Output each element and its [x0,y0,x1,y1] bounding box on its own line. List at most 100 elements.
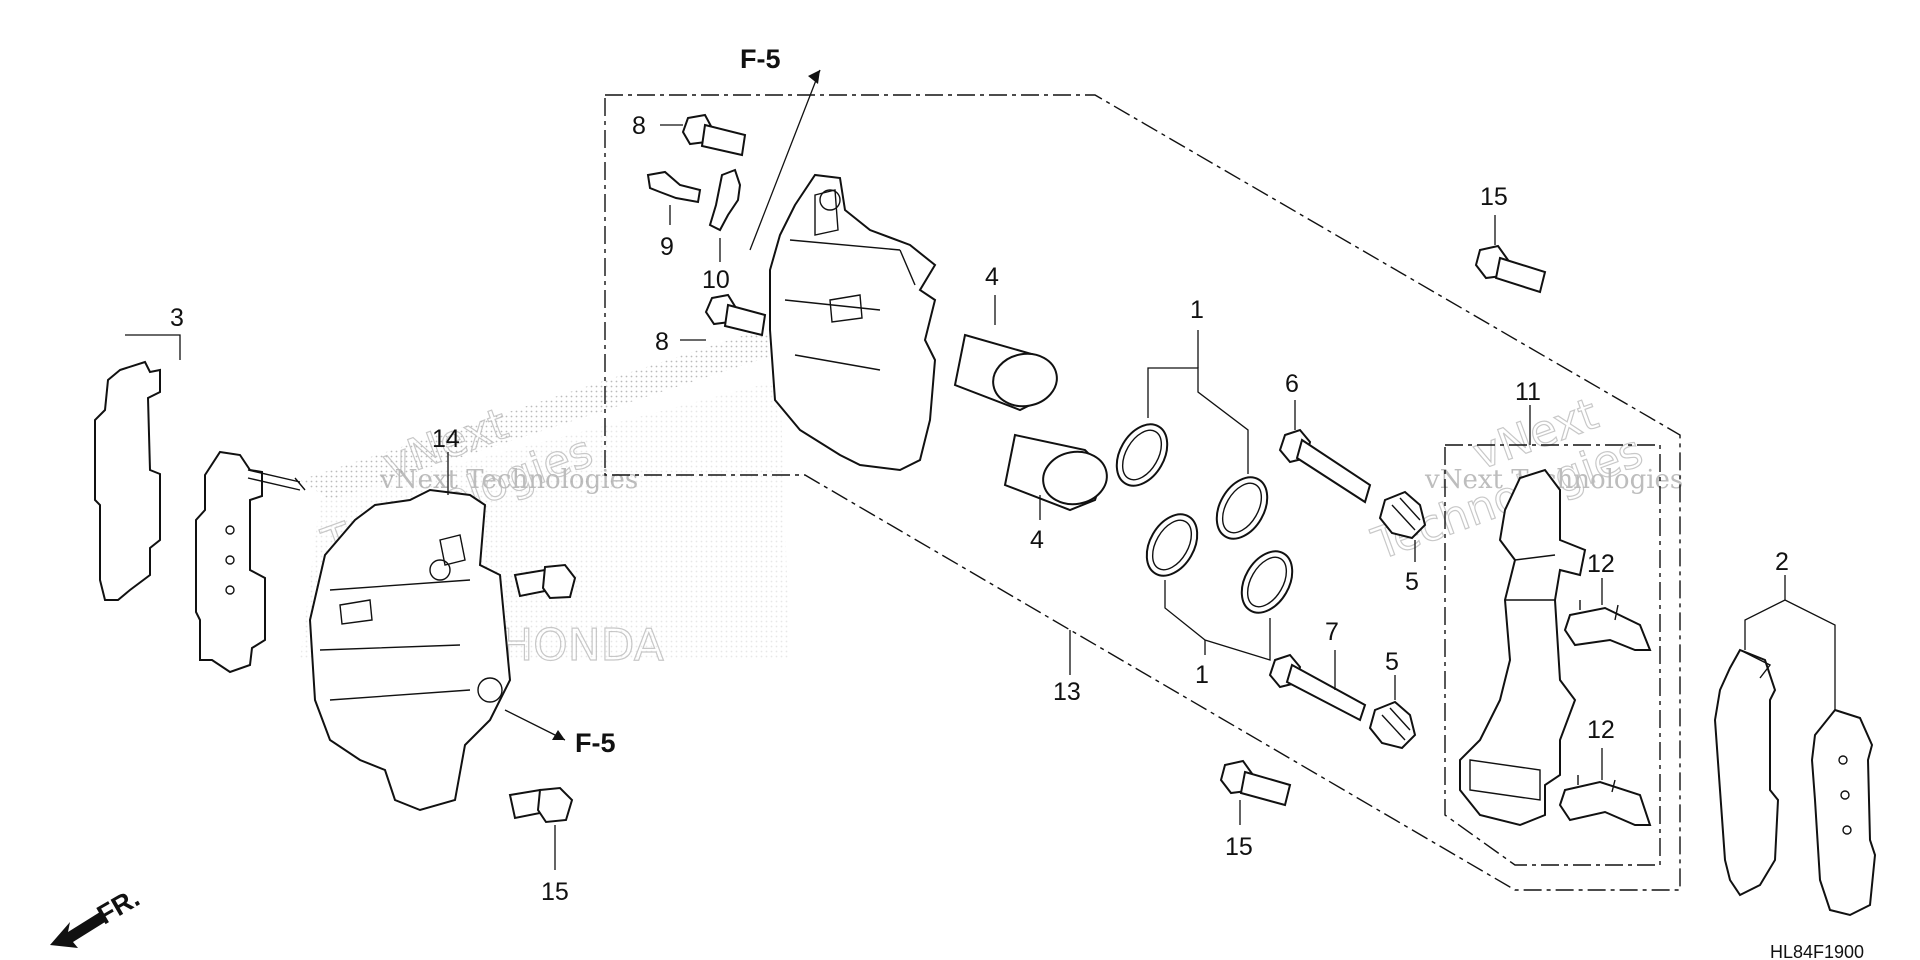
callout-10: 10 [702,266,730,294]
bolt-8-lower: 8 [655,293,767,356]
assembly-boundaries [604,94,1681,891]
caliper-bracket-details [1469,554,1556,801]
bolt-8-upper: 8 [632,112,747,157]
caliper-bracket: 11 [1459,378,1587,827]
brake-pad-left-rear [195,450,266,674]
pad-spring-clip-right [1739,649,1772,679]
retainer-clip [1558,780,1652,826]
pad-hole [225,555,235,565]
seal-ring-upper-a [1115,423,1169,487]
bolt-head [541,563,577,600]
piston-upper: 4 [953,263,1058,412]
bleeder-cap-10: 10 [702,168,742,294]
retainer-clip [1563,606,1652,651]
front-direction-marker: FR. [50,882,145,948]
callout-12-upper: 12 [1587,550,1615,578]
pin-shaft [1285,663,1367,722]
boot-body [1368,700,1417,750]
pad-retainer-upper: 12 [1563,550,1652,651]
seal-ring-upper-b [1215,476,1269,540]
boot-body [1378,490,1427,540]
caliper-body-boundary [604,94,1681,891]
bolt-shank [1239,770,1292,807]
leader-3 [125,334,181,360]
reference-f5-bottom-label: F-5 [575,728,616,758]
callout-8-upper: 8 [632,112,646,140]
callout-2: 2 [1775,548,1789,576]
pad-hole [1838,755,1848,765]
reference-f5-top: F-5 [740,44,821,251]
callout-11: 11 [1515,378,1541,406]
retainer-tabs [1577,775,1616,793]
bolt-15-mid-left [513,563,577,600]
callout-4-upper: 4 [985,263,999,291]
callout-15-lower-left: 15 [541,878,569,906]
brake-pad-set-right: 2 [1713,548,1877,917]
bracket-boundary [1444,444,1661,866]
callout-7: 7 [1325,618,1339,646]
watermark-logo-text: HONDA [500,620,664,671]
bolt-15-upper-right: 15 [1474,183,1547,294]
caliper-assembly-detail [319,534,471,701]
pad-hole [1840,790,1850,800]
callout-15-lower-right: 15 [1225,833,1253,861]
bolt-15-lower-right: 15 [1219,759,1292,861]
callout-9: 9 [660,233,674,261]
caliper-assembly-bore [477,677,503,703]
bolt-head [536,786,574,824]
callout-1-lower: 1 [1195,661,1209,689]
retainer-tabs [1579,600,1619,621]
bolt-15-lower-left: 15 [508,786,574,906]
brake-pad-right-rear [1810,708,1877,917]
bolt-shank [723,303,767,337]
seal-set-1: 1 1 [1115,296,1294,689]
pad-spring-clip-left [247,469,306,491]
seal-ring-inner [1221,482,1263,534]
caliper-body: 13 [769,173,1081,706]
callout-6: 6 [1285,370,1299,398]
bolt-shank [1494,256,1547,294]
front-arrow-icon [50,912,105,948]
seal-ring-lower-a [1145,513,1199,577]
pad-retainer-lower: 12 [1558,716,1652,826]
bleeder-screw [646,170,702,204]
bleeder-screw-9: 9 [646,170,702,261]
callout-14: 14 [432,425,460,453]
brake-pad-left-front [94,360,161,601]
caliper-assembly: 14 [308,425,512,812]
arrow-head [808,70,820,84]
piston-lower: 4 [1003,433,1108,554]
seal-ring-inner [1246,556,1288,608]
callout-13: 13 [1053,678,1081,706]
caliper-body-pin-hole [819,189,841,211]
brake-pad-right-front [1713,648,1780,897]
watermark-brand-left: vNext Technologies [379,465,638,495]
brake-pad-set-left: 3 [94,304,306,674]
caliper-assembly-body [308,488,512,812]
boot-5-lower: 5 [1368,648,1417,750]
pad-hole [225,585,235,595]
bleeder-cap [708,168,742,232]
watermark-dotted-shape [300,330,790,500]
piston-face [1042,450,1108,506]
boot-ribs [1381,707,1411,741]
caliper-body-outline [769,173,937,472]
boot-ribs [1391,497,1421,531]
bolt-shank [700,123,747,157]
arrow-head [552,730,565,740]
piston-face [992,352,1058,408]
pin-shaft [1295,438,1372,504]
pad-hole [225,525,235,535]
caliper-bracket-outline [1459,468,1587,827]
callout-15-upper-right: 15 [1480,183,1508,211]
arrow-line [749,69,821,251]
caliper-assembly-bleed [429,559,451,581]
reference-f5-top-label: F-5 [740,44,781,74]
slide-pin-7: 7 [1268,618,1367,722]
seal-ring-inner [1151,519,1193,571]
callout-4-lower: 4 [1030,526,1044,554]
leader-1-upper [1147,367,1249,474]
callout-12-lower: 12 [1587,716,1615,744]
seal-ring-lower-b [1240,550,1294,614]
